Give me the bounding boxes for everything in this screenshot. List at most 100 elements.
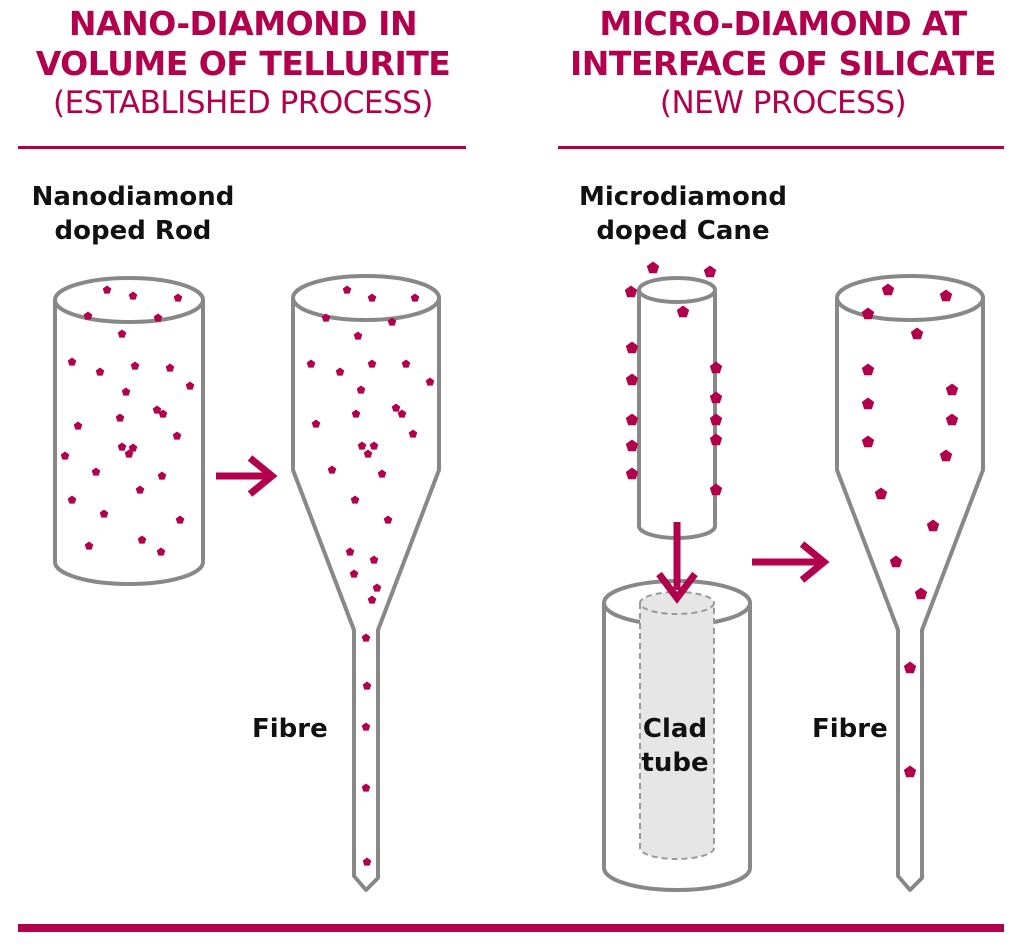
right-title-line-2: INTERFACE OF SILICATE [569, 44, 997, 83]
pentagon-icon [391, 403, 401, 412]
pentagon-icon [709, 391, 723, 404]
pentagon-icon [345, 547, 355, 556]
pentagon-icon [95, 367, 105, 376]
pentagon-icon [625, 439, 639, 452]
pentagon-icon [349, 569, 359, 578]
diamond-particles [60, 261, 959, 866]
pentagon-icon [425, 377, 435, 386]
pentagon-icon [135, 485, 145, 494]
left-panel-title: NANO-DIAMOND IN VOLUME OF TELLURITE (EST… [12, 4, 474, 122]
pentagon-icon [914, 587, 928, 600]
pentagon-icon [130, 361, 140, 370]
pentagon-icon [351, 409, 361, 418]
clad-label-line-1: Clad [642, 714, 708, 744]
pentagon-icon [128, 291, 138, 300]
clad-tube-label: Clad tube [620, 712, 730, 780]
pentagon-icon [327, 465, 337, 474]
pentagon-icon [173, 293, 183, 302]
pentagon-icon [372, 583, 382, 592]
pentagon-icon [121, 387, 131, 396]
left-title-line-2: VOLUME OF TELLURITE [35, 44, 451, 83]
pentagon-icon [311, 419, 321, 428]
pentagon-icon [362, 681, 372, 690]
pentagon-icon [157, 471, 167, 480]
cane-label-line-2: doped Cane [596, 216, 770, 246]
pentagon-icon [156, 547, 166, 556]
pentagon-icon [152, 405, 162, 414]
nanodiamond-rod [53, 276, 205, 586]
rod-label: Nanodiamond doped Rod [28, 180, 238, 248]
rod-label-line-1: Nanodiamond [31, 182, 235, 212]
pentagon-icon [367, 293, 377, 302]
pentagon-icon [625, 373, 639, 386]
right-title-line-1: MICRO-DIAMOND AT [599, 4, 967, 43]
left-subtitle: (ESTABLISHED PROCESS) [53, 85, 433, 121]
pentagon-icon [91, 467, 101, 476]
pentagon-icon [709, 483, 723, 496]
pentagon-icon [369, 555, 379, 564]
pentagon-icon [401, 359, 411, 368]
pentagon-icon [115, 413, 125, 422]
left-fibre-preform [291, 274, 441, 892]
pentagon-icon [939, 449, 953, 462]
pentagon-icon [361, 722, 371, 731]
pentagon-icon [939, 289, 953, 302]
right-panel-title: MICRO-DIAMOND AT INTERFACE OF SILICATE (… [548, 4, 1018, 122]
right-subtitle: (NEW PROCESS) [659, 85, 907, 121]
pentagon-icon [881, 283, 895, 296]
pentagon-icon [350, 495, 360, 504]
pentagon-icon [625, 341, 639, 354]
pentagon-icon [67, 495, 77, 504]
pentagon-icon [84, 541, 94, 550]
left-fibre-label: Fibre [252, 714, 328, 744]
pentagon-icon [676, 305, 690, 318]
arrow-down-icon [656, 522, 698, 604]
arrow-right-icon [752, 541, 830, 583]
pentagon-icon [158, 409, 168, 418]
pentagon-icon [861, 397, 875, 410]
pentagon-icon [175, 515, 185, 524]
pentagon-icon [357, 441, 367, 450]
microdiamond-cane [637, 276, 717, 540]
left-title-line-1: NANO-DIAMOND IN [68, 4, 418, 43]
pentagon-icon [945, 413, 959, 426]
right-divider [558, 146, 1004, 149]
pentagon-icon [185, 381, 195, 390]
right-fibre-label: Fibre [812, 714, 888, 744]
cane-label: Microdiamond doped Cane [568, 180, 798, 248]
inserted-cane [639, 591, 715, 860]
pentagon-icon [73, 421, 83, 430]
right-fibre-preform [835, 274, 985, 892]
pentagon-icon [410, 293, 420, 302]
pentagon-icon [646, 261, 660, 274]
pentagon-icon [903, 661, 917, 674]
pentagon-icon [387, 317, 397, 326]
pentagon-icon [377, 469, 387, 478]
pentagon-icon [874, 487, 888, 500]
pentagon-icon [361, 783, 371, 792]
pentagon-icon [117, 442, 127, 451]
pentagon-icon [99, 509, 109, 518]
pentagon-icon [709, 413, 723, 426]
pentagon-icon [361, 633, 371, 642]
pentagon-icon [306, 359, 316, 368]
cane-label-line-1: Microdiamond [578, 182, 788, 212]
rod-label-line-2: doped Rod [54, 216, 212, 246]
pentagon-icon [321, 313, 331, 322]
pentagon-icon [83, 311, 93, 320]
pentagon-icon [342, 285, 352, 294]
pentagon-icon [367, 359, 377, 368]
pentagon-icon [910, 327, 924, 340]
pentagon-icon [397, 409, 407, 418]
pentagon-icon [356, 385, 366, 394]
pentagon-icon [703, 265, 717, 278]
pentagon-icon [60, 451, 70, 460]
pentagon-icon [709, 433, 723, 446]
pentagon-icon [335, 367, 345, 376]
pentagon-icon [369, 441, 379, 450]
pentagon-icon [889, 555, 903, 568]
pentagon-icon [408, 429, 418, 438]
pentagon-icon [362, 857, 372, 866]
pentagon-icon [172, 431, 182, 440]
